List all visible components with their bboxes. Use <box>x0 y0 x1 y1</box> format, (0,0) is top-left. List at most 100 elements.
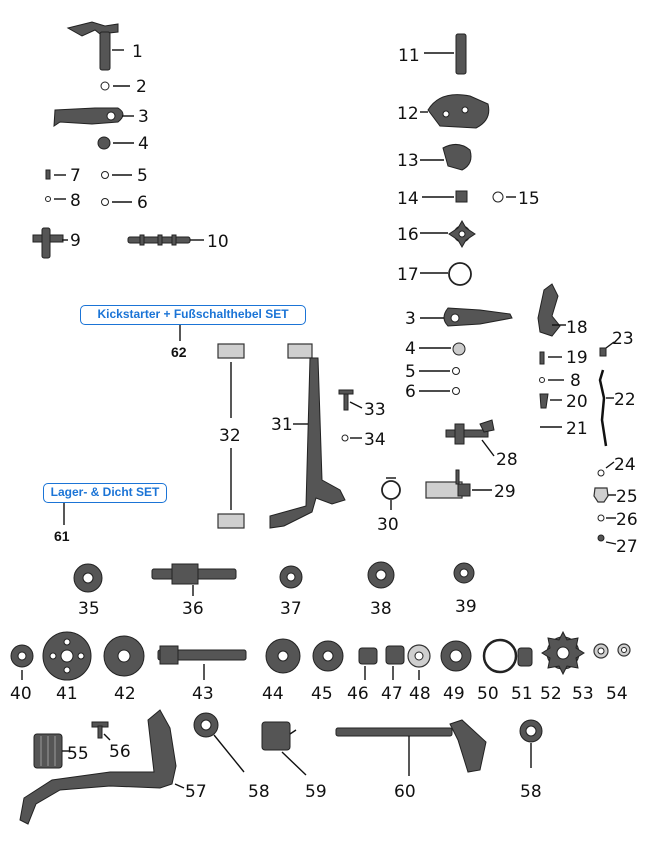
part-49-bearing <box>440 640 472 672</box>
part-11-pin <box>455 33 467 75</box>
part-number-16: 16 <box>397 225 419 245</box>
part-number-47: 47 <box>381 684 403 704</box>
part-number-13: 13 <box>397 151 419 171</box>
part-18-shift-fork <box>537 283 561 337</box>
part-38-gear <box>367 561 395 589</box>
part-number-7: 7 <box>70 166 81 186</box>
part-37-gear <box>279 565 303 589</box>
part-4-nut <box>97 136 111 150</box>
part-3-shift-arm <box>53 107 124 127</box>
part-number-33: 33 <box>364 400 386 420</box>
part-43-main-shaft <box>157 645 247 665</box>
part-48-washer <box>407 644 431 668</box>
part-27-nut <box>597 534 605 542</box>
part-57-kickstart-lever <box>19 709 177 825</box>
part-3b-shift-arm <box>443 307 513 327</box>
set-number-62: 62 <box>171 344 187 360</box>
set-label-kickstarter-text: Kickstarter + Fußschalthebel SET <box>97 307 289 321</box>
part-number-25: 25 <box>616 487 638 507</box>
part-56-screw <box>91 721 109 739</box>
part-number-39: 39 <box>455 597 477 617</box>
part-9-cross-shaft <box>32 227 64 259</box>
part-number-45: 45 <box>311 684 333 704</box>
part-number-36: 36 <box>182 599 204 619</box>
part-15-circlip <box>492 191 504 203</box>
part-number-30: 30 <box>377 515 399 535</box>
part-number-44: 44 <box>262 684 284 704</box>
part-number-42: 42 <box>114 684 136 704</box>
part-25-plug <box>593 487 609 503</box>
part-number-26: 26 <box>616 510 638 530</box>
part-number-24: 24 <box>614 455 636 475</box>
set-label-kickstarter: Kickstarter + Fußschalthebel SET <box>80 305 306 325</box>
part-number-58a: 58 <box>248 782 270 802</box>
part-number-59: 59 <box>305 782 327 802</box>
part-51-spacer <box>517 647 533 667</box>
part-42-gear <box>103 635 145 677</box>
part-6-washer <box>101 198 109 206</box>
part-4b-nut <box>452 342 466 356</box>
part-16-star-plate <box>448 219 476 249</box>
part-26-ring <box>597 514 605 522</box>
set-label-lager-dicht: Lager- & Dicht SET <box>43 483 167 503</box>
part-58-seal <box>193 712 219 738</box>
part-55-filter-sleeve <box>33 733 63 769</box>
part-32-rubber-pad <box>217 343 245 529</box>
part-5b-ring <box>452 367 460 375</box>
part-number-4a: 4 <box>138 134 149 154</box>
part-39-bearing <box>453 562 475 584</box>
part-number-48: 48 <box>409 684 431 704</box>
part-10-shift-drum-shaft <box>127 234 191 246</box>
part-number-10: 10 <box>207 232 229 252</box>
part-41-gear <box>42 631 92 681</box>
part-13-selector-cam <box>442 144 472 171</box>
part-35-gear <box>73 563 103 593</box>
part-31-shift-pedal <box>269 343 346 529</box>
part-number-8b: 8 <box>570 371 581 391</box>
part-number-60: 60 <box>394 782 416 802</box>
part-number-8a: 8 <box>70 191 81 211</box>
part-number-53: 53 <box>572 684 594 704</box>
part-54-nut <box>617 643 631 657</box>
part-14-bushing <box>455 190 468 203</box>
part-47-needle-cage <box>385 645 405 665</box>
part-30-spring-clip <box>381 477 401 500</box>
part-22-rod <box>598 369 608 447</box>
part-number-23: 23 <box>612 329 634 349</box>
part-number-58b: 58 <box>520 782 542 802</box>
part-number-20: 20 <box>566 392 588 412</box>
part-number-38: 38 <box>370 599 392 619</box>
part-59-kick-gear <box>261 721 297 751</box>
part-45-gear <box>312 640 344 672</box>
part-number-14: 14 <box>397 189 419 209</box>
part-number-9: 9 <box>70 231 81 251</box>
part-number-12: 12 <box>397 104 419 124</box>
part-number-56: 56 <box>109 742 131 762</box>
part-number-34: 34 <box>364 430 386 450</box>
part-number-22: 22 <box>614 390 636 410</box>
part-7-pin <box>45 169 51 180</box>
part-number-57: 57 <box>185 782 207 802</box>
part-number-28: 28 <box>496 450 518 470</box>
part-number-51: 51 <box>511 684 533 704</box>
part-number-40: 40 <box>10 684 32 704</box>
part-number-35: 35 <box>78 599 100 619</box>
part-24-ball <box>597 469 605 477</box>
part-1-shift-lever <box>66 21 119 71</box>
part-17-spring-ring <box>448 262 472 286</box>
part-23-screw <box>599 347 607 357</box>
part-52-sprocket <box>541 630 585 676</box>
part-number-15: 15 <box>518 189 540 209</box>
part-number-18: 18 <box>566 318 588 338</box>
part-number-50: 50 <box>477 684 499 704</box>
part-number-37: 37 <box>280 599 302 619</box>
part-number-5b: 5 <box>405 362 416 382</box>
part-number-49: 49 <box>443 684 465 704</box>
set-label-lager-dicht-text: Lager- & Dicht SET <box>50 485 160 499</box>
part-12-selector-plate <box>427 94 490 129</box>
part-number-31: 31 <box>271 415 293 435</box>
part-number-6b: 6 <box>405 382 416 402</box>
part-number-5a: 5 <box>137 166 148 186</box>
part-46-bushing <box>358 647 378 665</box>
